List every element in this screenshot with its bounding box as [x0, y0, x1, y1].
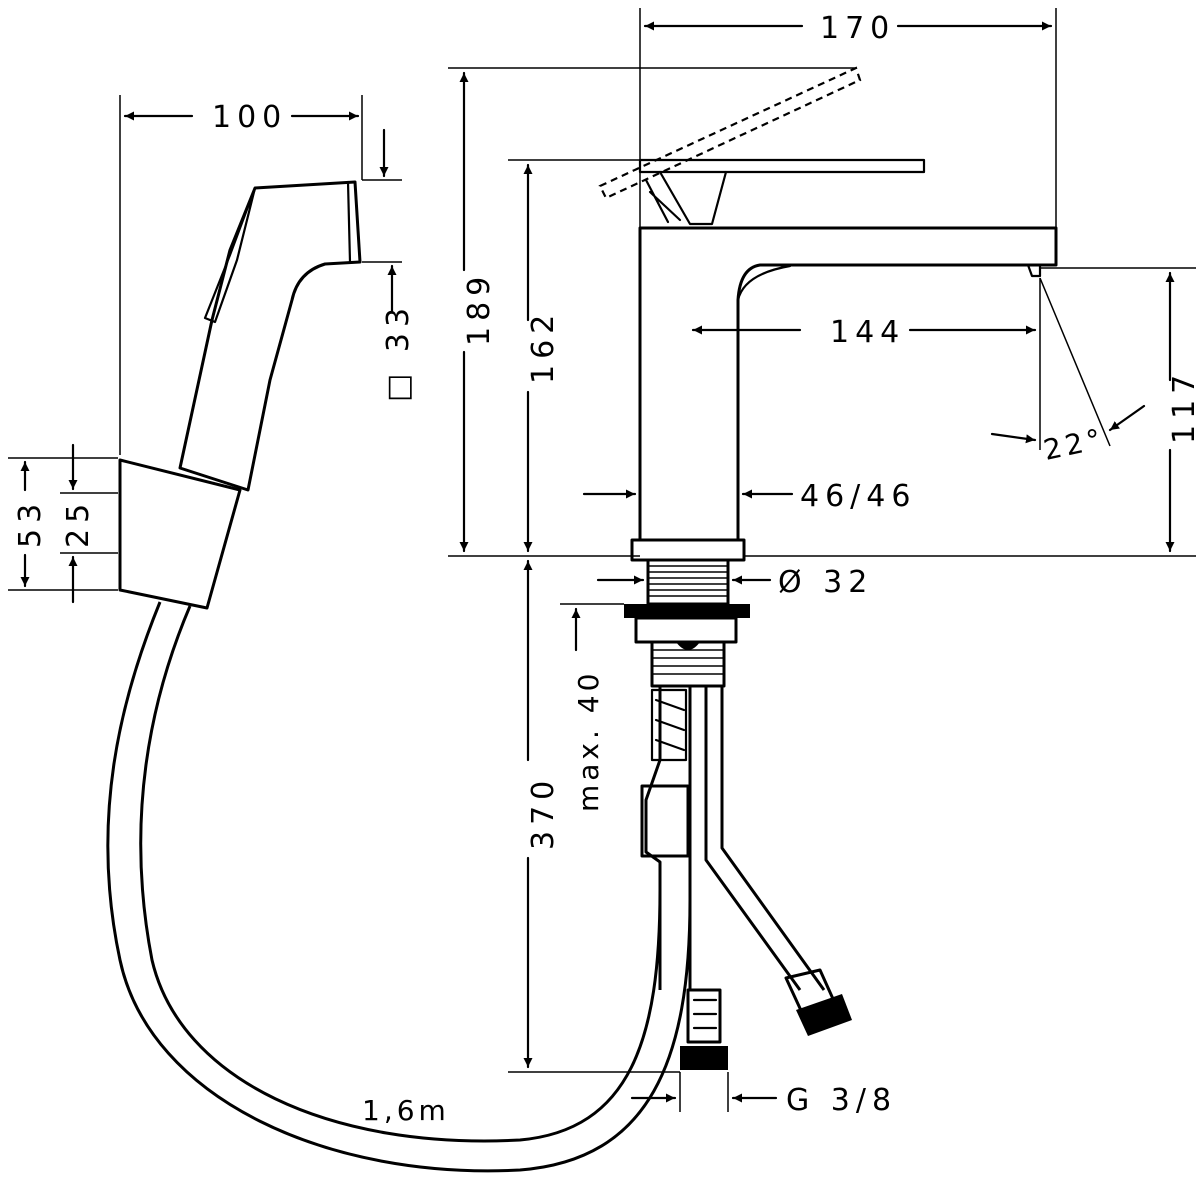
- thread: [648, 565, 728, 597]
- dim-spout-reach-label: 144: [830, 315, 905, 350]
- dim-body-size-label: 46/46: [800, 479, 916, 514]
- dim-overall-depth-label: 170: [820, 11, 895, 46]
- dim-spray-width-label: 100: [212, 100, 287, 135]
- dim-connection-label: G 3/8: [786, 1083, 897, 1118]
- dim-total-height: 189: [448, 67, 856, 557]
- lever-open-position: [598, 66, 862, 200]
- dim-spout-clearance: 117: [744, 267, 1200, 557]
- dim-spray-width: 100: [119, 95, 363, 455]
- shower-hose-length-label: 1,6m: [362, 1094, 450, 1127]
- dim-spout-clearance-label: 117: [1167, 369, 1200, 444]
- dim-overall-depth: 170: [639, 8, 1057, 228]
- dim-holder: 53 25: [8, 443, 118, 604]
- spray-head-outline: [178, 180, 362, 492]
- dim-total-height-label: 189: [462, 271, 497, 346]
- dim-spout-reach: 144: [691, 278, 1041, 450]
- dim-lever-angle-label: 22°: [1041, 422, 1108, 467]
- dim-body-size: 46/46: [582, 479, 916, 514]
- supply-hose-right: [704, 686, 826, 991]
- dim-hose-length: 370: [508, 559, 680, 1073]
- dim-max-deck: max. 40: [560, 603, 624, 812]
- dim-spray-head: □ 33: [362, 128, 416, 402]
- dim-shank-diameter-label: Ø 32: [778, 565, 873, 600]
- lever: [638, 158, 926, 174]
- dim-max-deck-label: max. 40: [572, 670, 605, 812]
- dim-connection: G 3/8: [630, 1072, 897, 1118]
- supply-hose-left: [644, 686, 662, 990]
- hand-spray: [106, 180, 692, 1173]
- shower-hose: [106, 601, 692, 1173]
- dim-holder-offset-label: 25: [61, 498, 96, 548]
- spray-head-detail: [203, 186, 257, 324]
- dim-spout-height-label: 162: [526, 309, 561, 384]
- dim-hose-length-label: 370: [526, 775, 561, 850]
- dim-spray-head-label: □ 33: [381, 302, 416, 402]
- dim-spout-height: 162: [508, 159, 640, 553]
- dim-lever-angle: 22°: [990, 277, 1146, 467]
- spray-holder: [118, 458, 242, 610]
- mixer-column: [638, 226, 1058, 542]
- dim-shank-diameter: Ø 32: [596, 565, 873, 600]
- dim-holder-height-label: 53: [13, 498, 48, 548]
